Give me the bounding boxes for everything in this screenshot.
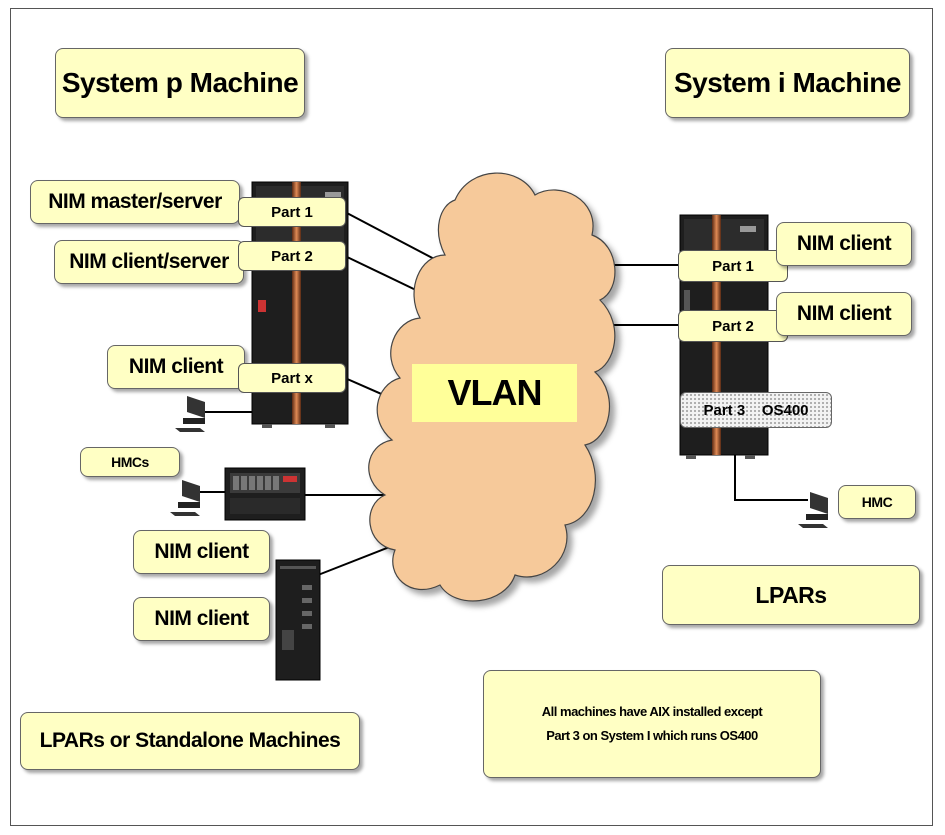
aix-note-line-1: All machines have AIX installed except (541, 704, 763, 719)
rack-server (224, 467, 306, 521)
heading-lpars: LPARs (662, 565, 920, 625)
tower-server (275, 559, 321, 681)
role-nim-client-rack: NIM client (133, 530, 270, 574)
partition-i-2: Part 2 (678, 310, 788, 342)
partition-i-3-os400: Part 3 OS400 (680, 392, 832, 428)
label-hmc: HMC (838, 485, 916, 519)
hmc-workstation-rack (170, 480, 200, 516)
role-nim-client-server: NIM client/server (54, 240, 244, 284)
heading-system-p: System p Machine (55, 48, 305, 118)
heading-system-i: System i Machine (665, 48, 910, 118)
link-p-part2 (344, 255, 421, 293)
role-nim-client-p: NIM client (107, 345, 245, 389)
partition-p-x: Part x (238, 363, 346, 393)
diagram-frame (10, 8, 933, 826)
partition-p-2: Part 2 (238, 241, 346, 271)
heading-lpars-standalone: LPARs or Standalone Machines (20, 712, 360, 770)
partition-i-1: Part 1 (678, 250, 788, 282)
hmc-workstation-i (798, 492, 828, 528)
hmc-workstation-p (175, 396, 205, 432)
aix-note: All machines have AIX installed except P… (483, 670, 821, 778)
role-nim-client-tower: NIM client (133, 597, 270, 641)
aix-note-line-2: Part 3 on System I which runs OS400 (546, 728, 758, 743)
link-i-hmc (734, 455, 808, 501)
link-p-part1 (344, 211, 441, 263)
role-nim-client-i-1: NIM client (776, 222, 912, 266)
label-hmcs: HMCs (80, 447, 180, 477)
partition-p-1: Part 1 (238, 197, 346, 227)
role-nim-client-i-2: NIM client (776, 292, 912, 336)
vlan-label: VLAN (412, 364, 577, 422)
role-nim-master-server: NIM master/server (30, 180, 240, 224)
